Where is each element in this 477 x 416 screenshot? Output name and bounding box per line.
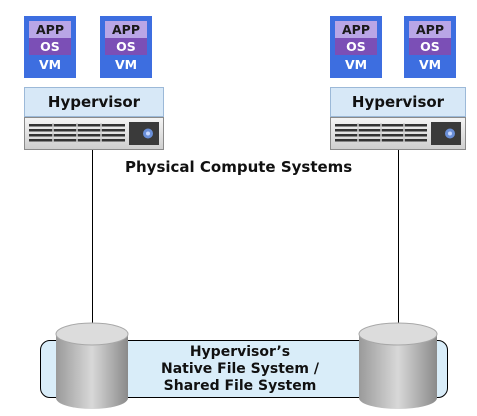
os-layer: OS <box>409 38 451 55</box>
app-layer: APP <box>29 21 71 38</box>
fs-label-line-2: Native File System / <box>161 361 319 377</box>
vm-layer: VM <box>409 55 451 73</box>
os-layer: OS <box>29 38 71 55</box>
hypervisor-right: Hypervisor <box>330 87 466 117</box>
connector-line-right <box>398 150 399 328</box>
app-layer: APP <box>105 21 147 38</box>
connector-line-left <box>92 150 93 328</box>
os-layer: OS <box>105 38 147 55</box>
vm-layer: VM <box>29 55 71 73</box>
fs-label-line-1: Hypervisor’s <box>189 344 291 360</box>
vm-stack-left-2: APP OS VM <box>100 16 152 78</box>
server-right-icon <box>330 117 466 150</box>
app-layer: APP <box>409 21 451 38</box>
file-system-label: Hypervisor’s Native File System / Shared… <box>150 344 330 395</box>
server-left-icon <box>24 117 164 150</box>
vm-stack-left-1: APP OS VM <box>24 16 76 78</box>
fs-label-line-3: Shared File System <box>163 378 317 394</box>
storage-disk-left-icon <box>55 322 129 409</box>
vm-layer: VM <box>105 55 147 73</box>
app-layer: APP <box>335 21 377 38</box>
compute-caption: Physical Compute Systems <box>125 158 353 176</box>
vm-stack-right-2: APP OS VM <box>404 16 456 78</box>
vm-stack-right-1: APP OS VM <box>330 16 382 78</box>
hypervisor-left: Hypervisor <box>24 87 164 117</box>
storage-disk-right-icon <box>358 322 438 409</box>
os-layer: OS <box>335 38 377 55</box>
vm-layer: VM <box>335 55 377 73</box>
